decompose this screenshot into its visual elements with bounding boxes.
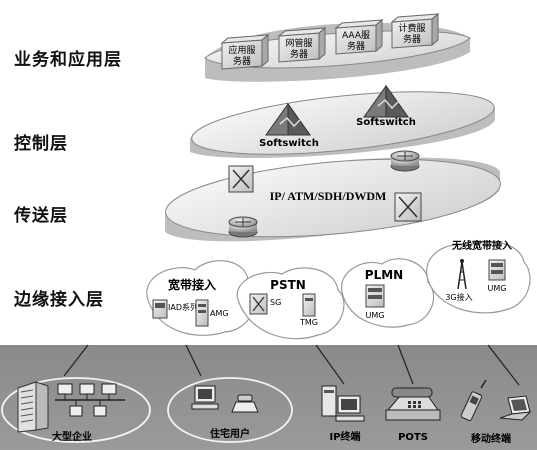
amg-label: AMG — [210, 309, 229, 318]
3g-access-label: 3G接入 — [445, 292, 472, 302]
ip-terminal-icon — [321, 385, 365, 422]
connector-lines — [63, 344, 520, 386]
broadband-access-cloud: 宽带接入 IAD系列 AMG — [146, 260, 257, 336]
app-server-label-line1: 应用服 — [228, 44, 255, 56]
ip-terminal-group: IP终端 — [321, 385, 365, 443]
control-layer-label: 控制层 — [14, 134, 68, 154]
amg-device-icon — [195, 299, 209, 327]
transport-layer-label: 传送层 — [14, 206, 68, 226]
app-server-label-line2: 务器 — [233, 55, 251, 67]
app-server: 应用服 务器 — [220, 33, 270, 70]
gateway-server: 网管服 务器 — [277, 26, 327, 63]
ip-terminal-label: IP终端 — [329, 430, 360, 443]
mobile-phone-icon — [460, 379, 487, 422]
broadband-title: 宽带接入 — [167, 277, 216, 292]
tmg-device-icon — [302, 293, 316, 317]
pots-label: POTS — [398, 432, 428, 443]
pots-group: POTS — [385, 387, 441, 443]
enterprise-label: 大型企业 — [52, 430, 92, 443]
user-band — [0, 345, 537, 450]
service-layer-label: 业务和应用层 — [14, 50, 122, 70]
gateway-server-label-line1: 网管服 — [285, 37, 312, 49]
tmg-label: TMG — [299, 318, 318, 327]
lan-computers-icon — [55, 383, 125, 417]
softswitch-right-label: Softswitch — [356, 117, 416, 128]
aaa-server-label-line1: AAA服 — [342, 30, 370, 41]
antenna-tower-icon — [457, 259, 467, 290]
billing-server-label-line2: 务器 — [403, 33, 421, 45]
aaa-server-label-line2: 务器 — [347, 40, 365, 52]
aaa-server: AAA服 务器 — [334, 18, 384, 55]
telephone-icon — [385, 387, 441, 421]
mobile-terminal-label: 移动终端 — [471, 432, 511, 445]
transport-router-top — [390, 150, 420, 172]
iad-device-icon — [152, 299, 168, 319]
plmn-umg-label: UMG — [366, 311, 385, 320]
wireless-umg-device-icon — [488, 259, 506, 281]
edge-layer-label: 边缘接入层 — [14, 290, 104, 310]
softswitch-left-label: Softswitch — [259, 138, 319, 149]
pstn-cloud: PSTN SG TMG — [236, 267, 345, 340]
softswitch-left: Softswitch — [259, 102, 319, 149]
billing-server-label-line1: 计费服 — [398, 22, 425, 34]
transport-switch-right — [394, 192, 422, 222]
softswitch-right: Softswitch — [356, 84, 416, 128]
laptop-icon — [499, 395, 532, 421]
iad-label: IAD系列 — [168, 302, 198, 312]
wireless-broadband-cloud: 无线宽带接入 3G接入 UMG — [426, 239, 531, 314]
wireless-umg-label: UMG — [488, 284, 507, 293]
gateway-server-label-line2: 务器 — [290, 48, 308, 60]
control-layer-platform — [190, 91, 495, 158]
enterprise-group: 大型企业 — [1, 377, 151, 443]
transport-protocols-label: IP/ ATM/SDH/DWDM — [270, 189, 387, 203]
home-computer-icon — [191, 385, 219, 410]
pstn-title: PSTN — [270, 278, 306, 292]
billing-server: 计费服 务器 — [390, 12, 440, 49]
transport-switch-left — [228, 165, 254, 193]
wireless-title: 无线宽带接入 — [451, 239, 512, 252]
plmn-title: PLMN — [365, 268, 403, 282]
residential-label: 住宅用户 — [210, 427, 250, 440]
home-phone-icon — [231, 394, 259, 413]
residential-group: 住宅用户 — [167, 377, 293, 443]
office-building-icon — [17, 381, 49, 433]
sg-switch-icon — [249, 293, 268, 315]
sg-label: SG — [270, 298, 281, 307]
plmn-umg-device-icon — [365, 284, 385, 308]
plmn-cloud: PLMN UMG — [341, 258, 435, 328]
transport-router-bottom — [228, 216, 258, 238]
mobile-terminal-group: 移动终端 — [460, 379, 532, 445]
